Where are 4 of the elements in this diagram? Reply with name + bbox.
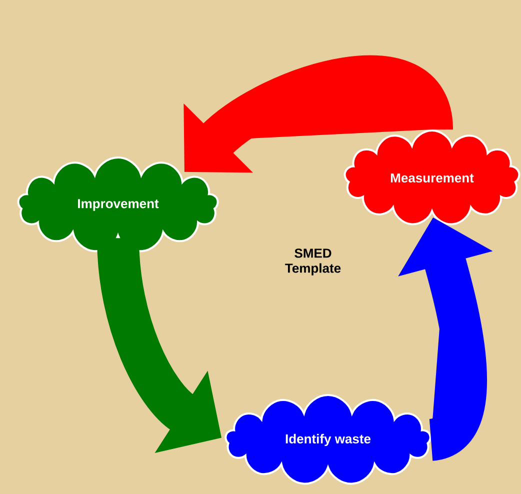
- cloud-node: Improvement: [17, 156, 219, 252]
- curved-arrow: [184, 55, 453, 173]
- cloud-node: Measurement: [344, 130, 520, 226]
- center-label: SMED Template: [285, 248, 341, 276]
